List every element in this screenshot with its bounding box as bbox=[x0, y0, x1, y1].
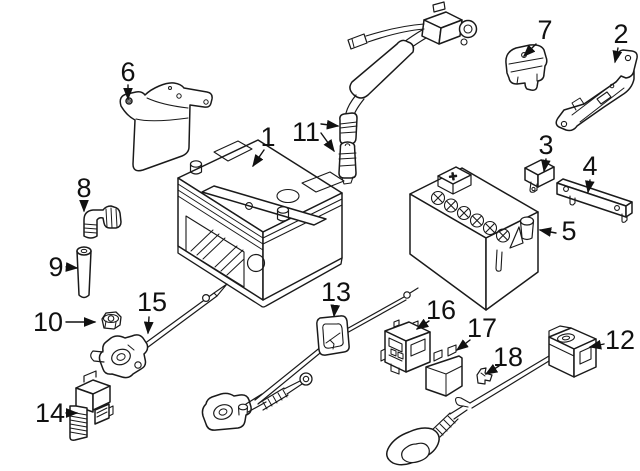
callout-9[interactable]: 9 bbox=[48, 252, 63, 282]
bracket-6-drawing bbox=[120, 83, 212, 171]
callout-arrows bbox=[66, 44, 623, 418]
callout-2[interactable]: 2 bbox=[613, 19, 628, 49]
callout-14[interactable]: 14 bbox=[35, 398, 65, 428]
callout-arrow-17 bbox=[455, 339, 470, 351]
callout-7[interactable]: 7 bbox=[537, 15, 552, 45]
cable-11-drawing bbox=[339, 2, 477, 184]
ground-cable-drawing bbox=[202, 288, 418, 430]
callout-arrow-2 bbox=[612, 48, 623, 64]
callout-10[interactable]: 10 bbox=[33, 307, 63, 337]
tube-9-drawing bbox=[77, 247, 91, 298]
battery-plus-symbol: + bbox=[448, 168, 458, 185]
callout-13[interactable]: 13 bbox=[321, 277, 351, 307]
callout-arrow-4 bbox=[585, 180, 595, 194]
callout-3[interactable]: 3 bbox=[538, 130, 553, 160]
bracket-2-drawing bbox=[556, 50, 637, 131]
callout-4[interactable]: 4 bbox=[582, 151, 597, 181]
fusebox-16-drawing bbox=[381, 320, 430, 374]
nut-10-drawing bbox=[102, 312, 121, 329]
callout-arrow-11b bbox=[321, 133, 335, 153]
cable-15-drawing bbox=[91, 284, 227, 378]
callout-16[interactable]: 16 bbox=[426, 295, 456, 325]
cover-7-drawing bbox=[506, 45, 547, 90]
clip-18-drawing bbox=[477, 368, 492, 384]
callout-arrow-12 bbox=[588, 339, 604, 350]
battery-1-drawing bbox=[178, 140, 344, 307]
callout-arrow-9 bbox=[66, 262, 79, 272]
holder-14-drawing bbox=[70, 371, 113, 440]
callout-arrow-18 bbox=[484, 363, 499, 375]
callout-6[interactable]: 6 bbox=[120, 57, 135, 87]
callout-5[interactable]: 5 bbox=[561, 216, 576, 246]
callout-arrow-3 bbox=[541, 159, 551, 173]
callout-17[interactable]: 17 bbox=[467, 313, 497, 343]
callout-arrow-11a bbox=[321, 119, 340, 130]
callout-arrow-5 bbox=[538, 227, 556, 237]
callout-arrow-15 bbox=[143, 317, 154, 335]
cable-12-drawing bbox=[387, 326, 596, 465]
callout-15[interactable]: 15 bbox=[137, 287, 167, 317]
block-3-drawing bbox=[525, 160, 554, 192]
callout-arrow-7 bbox=[523, 44, 536, 57]
callout-8[interactable]: 8 bbox=[76, 173, 91, 203]
callout-arrow-16 bbox=[415, 318, 429, 330]
callout-arrow-13 bbox=[330, 304, 341, 318]
callout-18[interactable]: 18 bbox=[493, 342, 523, 372]
callout-1[interactable]: 1 bbox=[260, 122, 275, 152]
elbow-8-drawing bbox=[84, 206, 121, 238]
battery-5-drawing bbox=[410, 167, 538, 310]
grommet-13-drawing bbox=[317, 316, 349, 355]
callout-12[interactable]: 12 bbox=[605, 325, 635, 355]
plate-17-drawing bbox=[426, 345, 462, 396]
callout-arrow-1 bbox=[252, 150, 264, 168]
callout-11[interactable]: 11 bbox=[292, 117, 320, 147]
